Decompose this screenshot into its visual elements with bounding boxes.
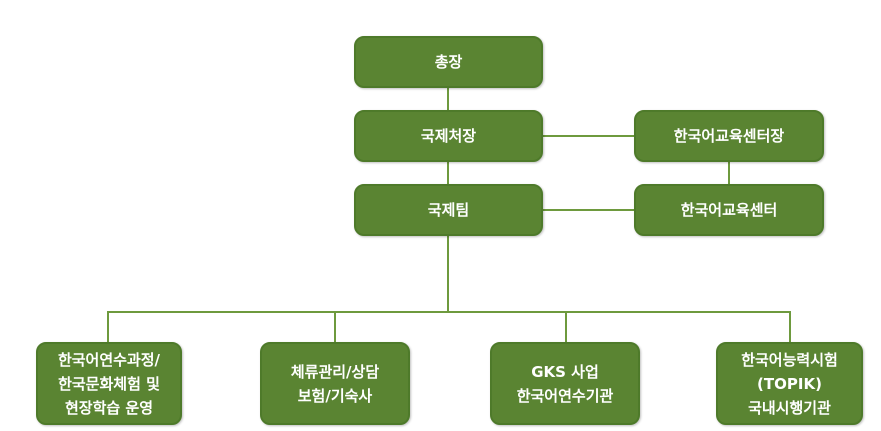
node-korean-program-line-1: 한국어연수과정/	[57, 350, 161, 369]
node-topik-line-1: 한국어능력시험	[741, 350, 838, 369]
connector-president-director	[447, 88, 449, 110]
connector-team-down	[447, 236, 449, 313]
connector-drop-1	[107, 311, 109, 342]
connector-bottom-bus	[107, 311, 791, 313]
connector-drop-2	[334, 311, 336, 342]
node-gks-line-1: GKS 사업	[531, 362, 599, 381]
node-intl-team-label: 국제팀	[427, 201, 470, 219]
node-topik-line-3: 국내시행기관	[748, 398, 831, 417]
node-gks-line-2: 한국어연수기관	[516, 386, 614, 405]
node-visa-counsel-line-2: 보험/기숙사	[297, 386, 373, 405]
node-klc-label: 한국어교육센터	[680, 201, 778, 219]
node-korean-program-line-2: 한국문화체험 및	[58, 374, 160, 393]
node-intl-director: 국제처장	[354, 110, 543, 162]
node-klc-director-label: 한국어교육센터장	[673, 127, 785, 145]
node-gks: GKS 사업 한국어연수기관	[490, 342, 640, 425]
connector-team-klc	[543, 209, 634, 211]
node-korean-program-line-3: 현장학습 운영	[64, 398, 154, 417]
node-klc-director: 한국어교육센터장	[634, 110, 824, 162]
connector-director-klc-director	[543, 135, 634, 137]
node-visa-counsel: 체류관리/상담 보험/기숙사	[260, 342, 410, 425]
node-visa-counsel-line-1: 체류관리/상담	[290, 362, 380, 381]
node-intl-director-label: 국제처장	[420, 127, 477, 145]
node-intl-team: 국제팀	[354, 184, 543, 236]
connector-klc-director-klc	[728, 162, 730, 184]
node-president: 총장	[354, 36, 543, 88]
node-topik-line-2: (TOPIK)	[757, 374, 822, 393]
node-president-label: 총장	[434, 53, 463, 71]
node-topik: 한국어능력시험 (TOPIK) 국내시행기관	[716, 342, 863, 425]
node-korean-program: 한국어연수과정/ 한국문화체험 및 현장학습 운영	[36, 342, 182, 425]
node-klc: 한국어교육센터	[634, 184, 824, 236]
connector-drop-3	[565, 311, 567, 342]
connector-director-team	[447, 162, 449, 184]
connector-drop-4	[789, 311, 791, 342]
